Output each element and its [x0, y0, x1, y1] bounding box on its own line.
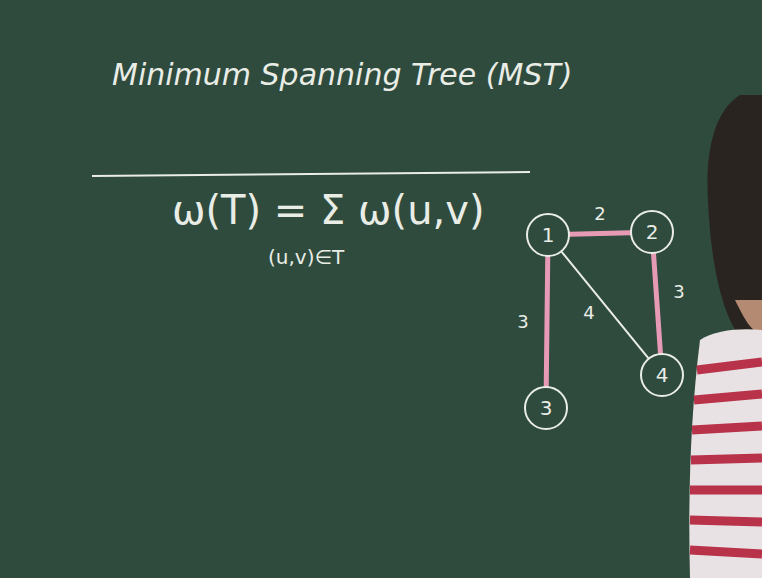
vertex-number: 3 — [540, 398, 553, 418]
vertex-circle: 4 — [640, 353, 684, 397]
vertex-number: 4 — [656, 365, 669, 385]
edge-weight: 4 — [580, 303, 597, 323]
edge-weight: 3 — [514, 312, 531, 332]
graph-edge — [546, 257, 547, 386]
vertex-number: 2 — [646, 222, 659, 242]
edge-weight: 2 — [591, 204, 608, 224]
weight-formula: ω(T) = Σ ω(u,v) — [172, 188, 485, 232]
lecturer-figure — [689, 95, 762, 578]
graph-edge — [562, 252, 648, 358]
title-underline — [92, 172, 530, 176]
graph-edge — [654, 254, 661, 353]
sum-subscript: (u,v)∈T — [268, 246, 344, 268]
board-title: Minimum Spanning Tree (MST) — [112, 58, 572, 91]
graph-edge — [570, 233, 630, 235]
vertex-circle: 1 — [526, 213, 570, 257]
edge-weight: 3 — [670, 282, 687, 302]
vertex-number: 1 — [542, 225, 555, 245]
vertex-circle: 2 — [630, 210, 674, 254]
vertex-circle: 3 — [524, 386, 568, 430]
